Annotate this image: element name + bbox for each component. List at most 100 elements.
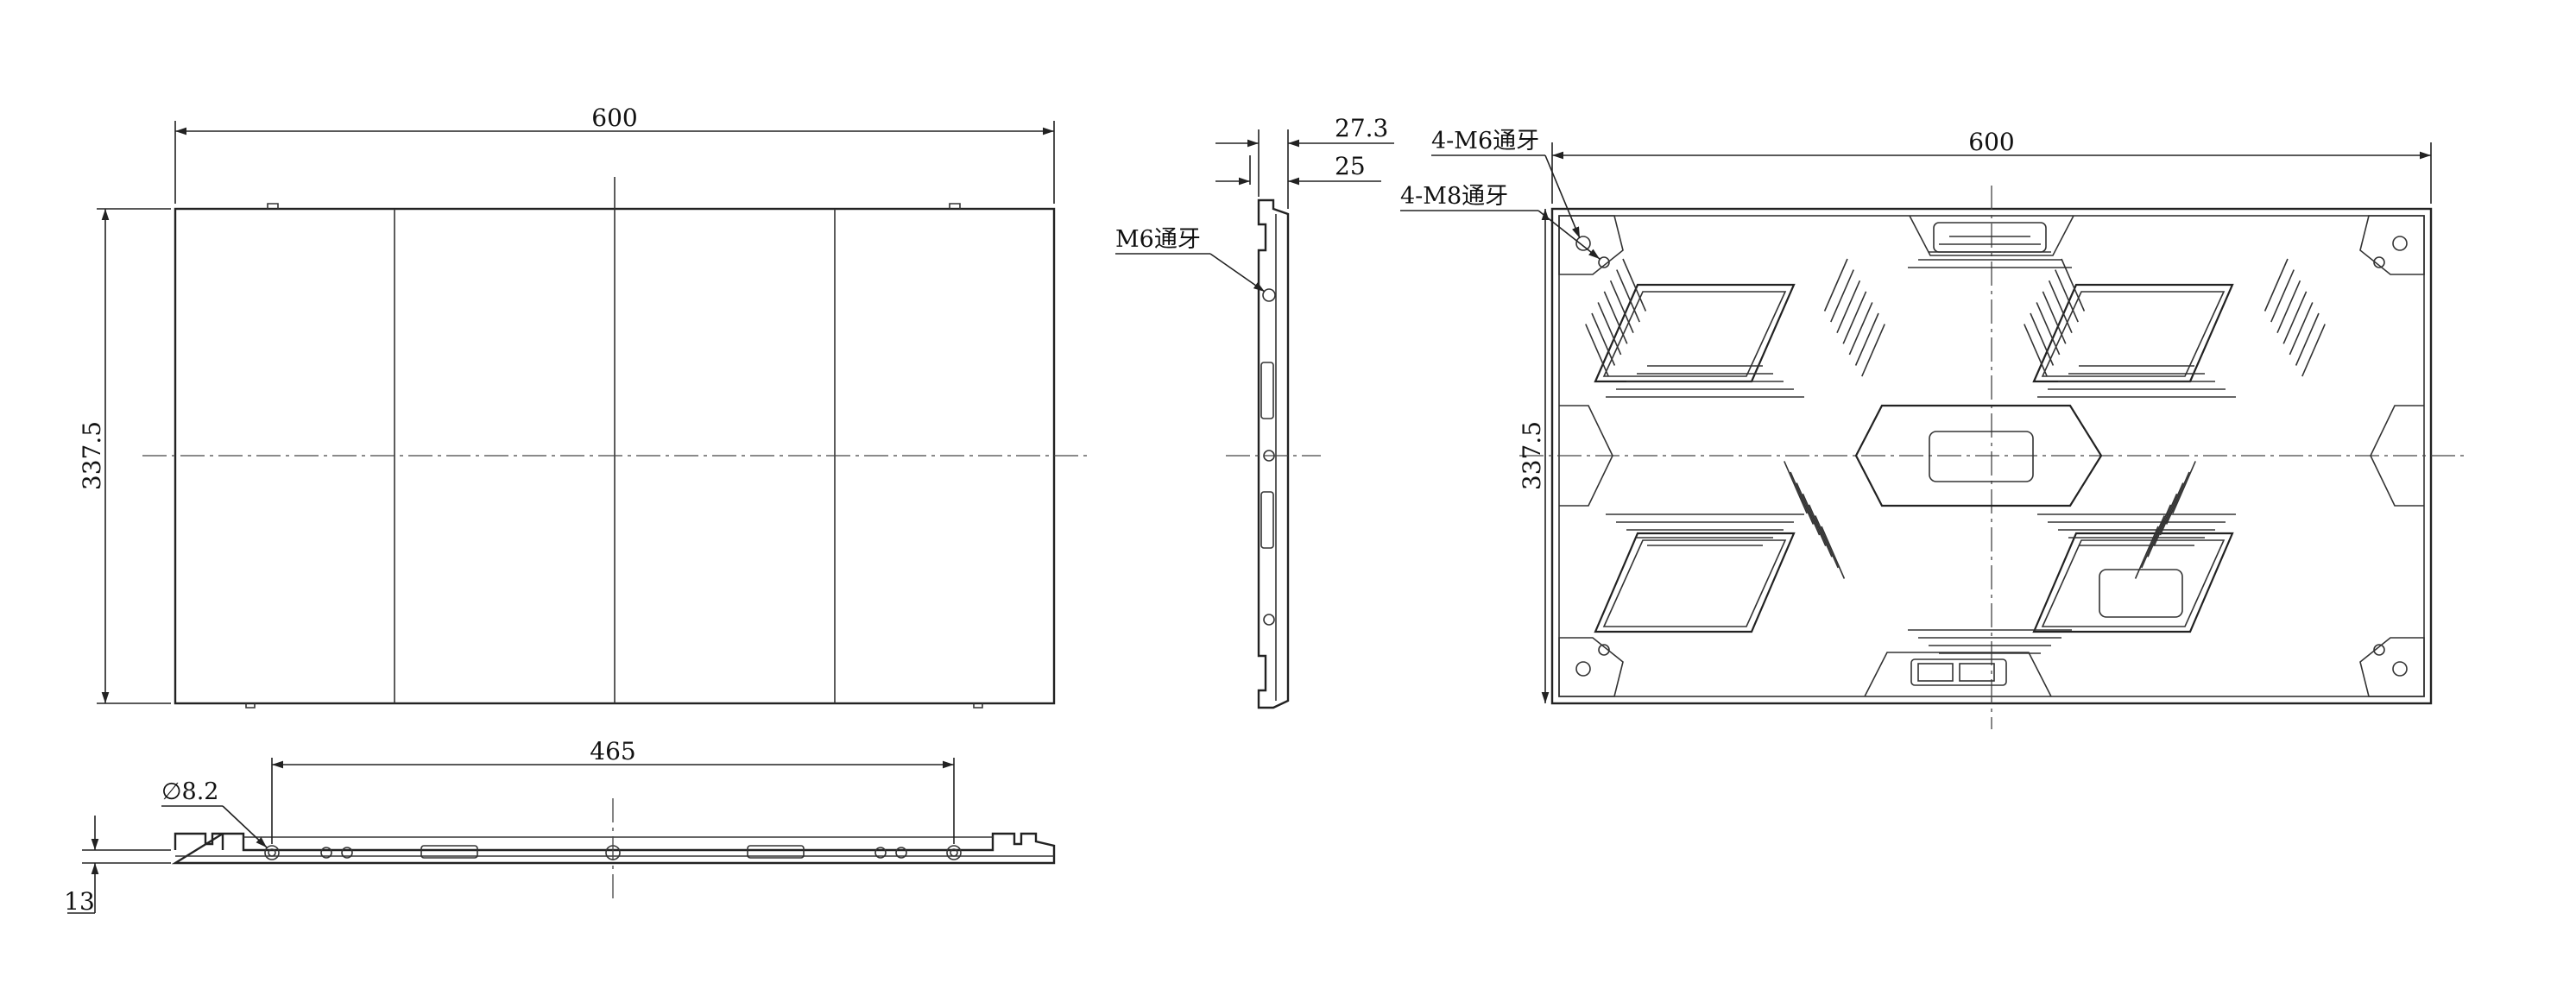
ribs-b-rib-4 <box>1848 302 1873 356</box>
front-width-dim: 600 <box>591 104 637 132</box>
ribs-c-rib-3 <box>2042 291 2067 344</box>
ribs-e-rib-0 <box>1821 526 1846 579</box>
bottom-slot-2 <box>747 845 805 859</box>
rear-m6-label: 4-M6通牙 <box>1431 128 1539 154</box>
ribs-c-rib-1 <box>2055 269 2079 323</box>
m8-label-leader <box>1537 210 1601 260</box>
rear-bottom-connector <box>1910 658 2007 686</box>
rear-plate-top-left-in <box>1602 291 1787 377</box>
ribs-e-rib-5 <box>1790 471 1815 525</box>
ribs-a-rib-4 <box>1597 302 1622 356</box>
bottom-hole-1 <box>264 845 280 860</box>
ribs-f-rib-0 <box>2134 526 2159 579</box>
m6-hole-top-left <box>1575 236 1591 251</box>
ribs-a-rib-5 <box>1591 312 1616 366</box>
bottom-hole-2 <box>320 847 332 859</box>
front-top-tab-left <box>267 203 279 209</box>
rear-right-triangle <box>2370 405 2424 507</box>
bottom-hole-5 <box>874 847 887 859</box>
m6-leader-diag <box>1209 253 1266 293</box>
ribs-e-rib-2 <box>1808 504 1833 557</box>
bottom-hole-dim: ∅8.2 <box>161 778 218 805</box>
ribs-f-rib-5 <box>2165 471 2190 525</box>
front-top-tab-right <box>949 203 961 209</box>
ribs-e-rib-4 <box>1796 482 1821 536</box>
ribs-e-rib-1 <box>1815 515 1839 569</box>
rear-corner-top-left <box>1558 215 1624 275</box>
ribs-b-rib-0 <box>1823 258 1848 312</box>
ribs-a-rib-2 <box>1609 280 1634 334</box>
bottom-hole-7-inner <box>950 848 958 857</box>
side-view: 27.3 25 M6通牙 <box>1115 114 1394 709</box>
rear-view: 600 337.5 4-M6通牙 4-M8通牙 <box>1400 128 2465 729</box>
ribs-d-rib-2 <box>2276 280 2301 334</box>
ribs-d-rib-5 <box>2295 312 2320 366</box>
rear-corner-top-right <box>2359 215 2425 275</box>
ribs-d-rib-3 <box>2282 291 2308 344</box>
side-slot-2 <box>1260 491 1274 549</box>
rear-lower-window <box>2099 569 2183 618</box>
rear-m8-label: 4-M8通牙 <box>1400 183 1508 210</box>
rear-plate-bottom-left <box>1594 532 1796 633</box>
ribs-d-rib-4 <box>2289 302 2314 356</box>
rear-corner-bottom-left <box>1558 637 1624 697</box>
bottom-thickness-dim: 13 <box>64 887 95 916</box>
rear-plate-top-left <box>1594 283 1796 383</box>
bottom-hole-7 <box>946 845 962 860</box>
ribs-c-rib-2 <box>2048 280 2073 334</box>
ribs-b-rib-2 <box>1836 280 1861 334</box>
ribs-e-rib-6 <box>1784 461 1808 514</box>
side-depth-body-dim: 25 <box>1335 152 1366 180</box>
front-height-dim: 337.5 <box>78 421 106 490</box>
ribs-a-rib-6 <box>1585 324 1609 377</box>
m6-label-leader <box>1544 154 1581 239</box>
rear-height-dim: 337.5 <box>1518 421 1546 490</box>
rear-width-dim: 600 <box>1968 128 2014 156</box>
bottom-hole-3 <box>341 847 353 859</box>
front-bottom-tab-right <box>973 703 983 709</box>
bottom-hole-1-inner <box>268 848 276 857</box>
side-depth-total-dim: 27.3 <box>1335 114 1388 142</box>
ribs-f-rib-6 <box>2172 461 2196 514</box>
ribs-e-rib-3 <box>1802 493 1827 547</box>
ribs-a-rib-0 <box>1622 258 1647 312</box>
front-view: 600 337.5 <box>78 104 1089 709</box>
bottom-slot-1 <box>420 845 478 859</box>
ribs-c-rib-6 <box>2024 324 2048 377</box>
rear-center-window <box>1929 431 2034 482</box>
ribs-f-rib-2 <box>2147 504 2172 557</box>
bottom-view: 465 ∅8.2 13 <box>64 737 1056 916</box>
rear-bottom-connector-a <box>1917 663 1954 682</box>
side-thread-hole-low <box>1263 614 1275 626</box>
front-bottom-tab-left <box>245 703 256 709</box>
ribs-f-rib-1 <box>2141 515 2165 569</box>
rear-left-triangle <box>1559 405 1613 507</box>
bottom-span-dim: 465 <box>590 737 635 765</box>
side-slot-1 <box>1260 362 1274 419</box>
ribs-d-rib-0 <box>2263 258 2289 312</box>
ribs-a-rib-1 <box>1616 269 1640 323</box>
ribs-c-rib-4 <box>2036 302 2061 356</box>
rear-plate-top-right <box>2032 283 2234 383</box>
side-profile-outline <box>1257 198 1290 709</box>
bottom-profile-outline <box>171 832 1056 865</box>
side-thread-hole-top <box>1262 288 1276 302</box>
rear-bottom-connector-b <box>1959 663 1995 682</box>
ribs-b-rib-3 <box>1842 291 1867 344</box>
rear-corner-bottom-right <box>2359 637 2425 697</box>
rear-plate-bottom-right-in <box>2041 539 2226 627</box>
rear-top-window <box>1933 222 2047 253</box>
ribs-b-rib-1 <box>1830 269 1854 323</box>
ribs-c-rib-5 <box>2030 312 2055 366</box>
ribs-b-rib-6 <box>1861 324 1885 377</box>
bottom-hole-6 <box>895 847 907 859</box>
m8-hole-top-left <box>1598 256 1610 268</box>
rear-plate-bottom-right <box>2032 532 2234 633</box>
ribs-b-rib-5 <box>1854 312 1879 366</box>
rear-center-hexagon <box>1854 404 2103 507</box>
ribs-d-rib-6 <box>2301 324 2326 377</box>
rear-top-window-frame <box>1909 215 2074 256</box>
rear-plate-top-right-in <box>2041 291 2226 377</box>
rear-bottom-connector-frame <box>1864 652 2052 697</box>
